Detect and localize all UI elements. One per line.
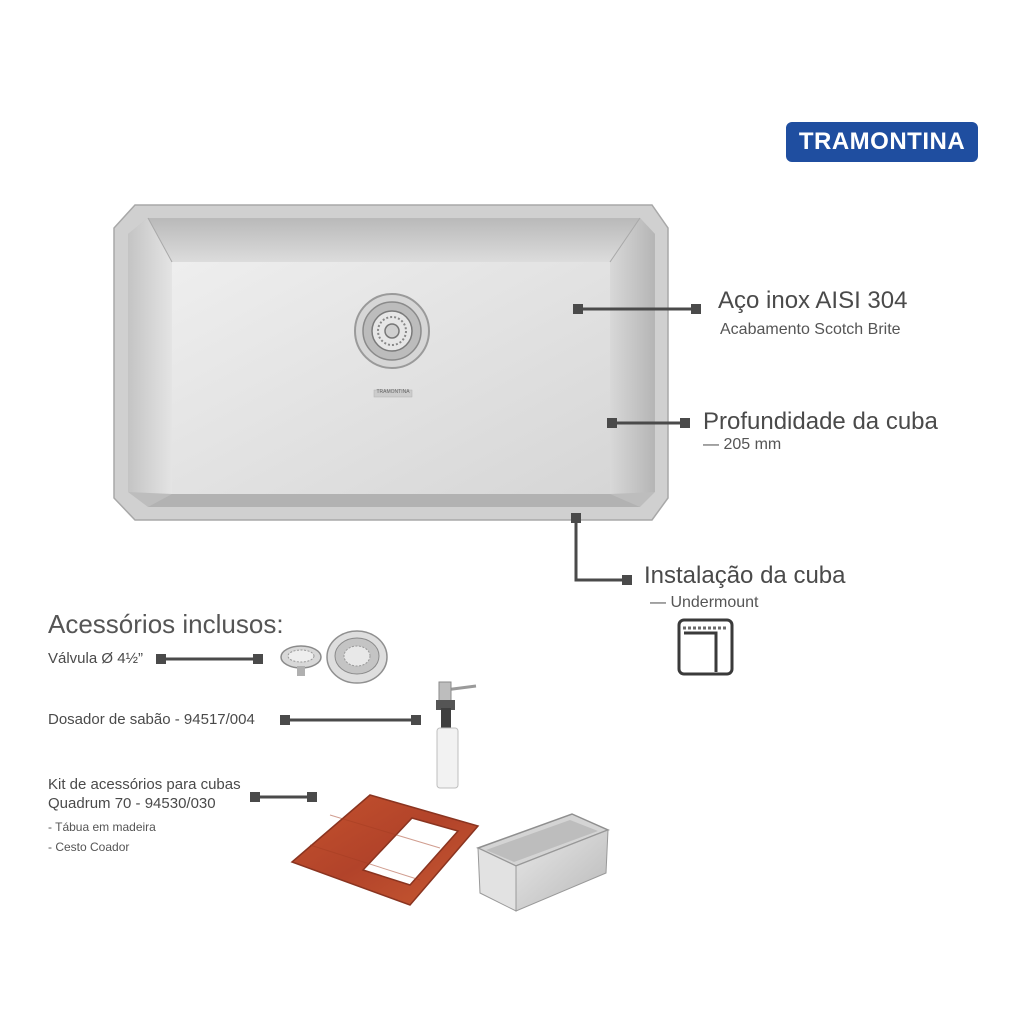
brand-logo: TRAMONTINA xyxy=(786,122,978,162)
accessory-connectors xyxy=(156,654,421,802)
feature-installation-subtitle: — Undermount xyxy=(650,594,759,611)
accessory-kit-detail-board: - Tábua em madeira xyxy=(48,820,156,834)
valve-icon xyxy=(280,630,388,684)
feature-connectors xyxy=(571,304,701,585)
undermount-icon xyxy=(677,618,734,676)
feature-depth-subtitle: — 205 mm xyxy=(703,436,782,453)
accessory-valve-label: Válvula Ø 4½” xyxy=(48,650,144,667)
cutting-board-icon xyxy=(290,794,480,906)
accessory-kit-label: Kit de acessórios para cubas xyxy=(48,776,241,793)
feature-installation-title: Instalação da cuba xyxy=(644,562,846,589)
accessory-kit-code: Quadrum 70 - 94530/030 xyxy=(48,795,216,812)
accessories-title: Acessórios inclusos: xyxy=(48,609,284,639)
feature-depth-title: Profundidade da cuba xyxy=(703,408,938,435)
accessory-kit-detail-basket: - Cesto Coador xyxy=(48,840,130,854)
feature-material-subtitle: Acabamento Scotch Brite xyxy=(720,321,901,338)
drain-icon xyxy=(354,293,430,369)
accessory-soap-dispenser-label: Dosador de sabão - 94517/004 xyxy=(48,711,255,728)
colander-basket-icon xyxy=(476,813,610,912)
sink-engraving: TRAMONTINA xyxy=(376,389,410,395)
feature-material-title: Aço inox AISI 304 xyxy=(718,287,908,314)
soap-dispenser-icon xyxy=(436,681,477,789)
sink-illustration xyxy=(113,204,669,521)
